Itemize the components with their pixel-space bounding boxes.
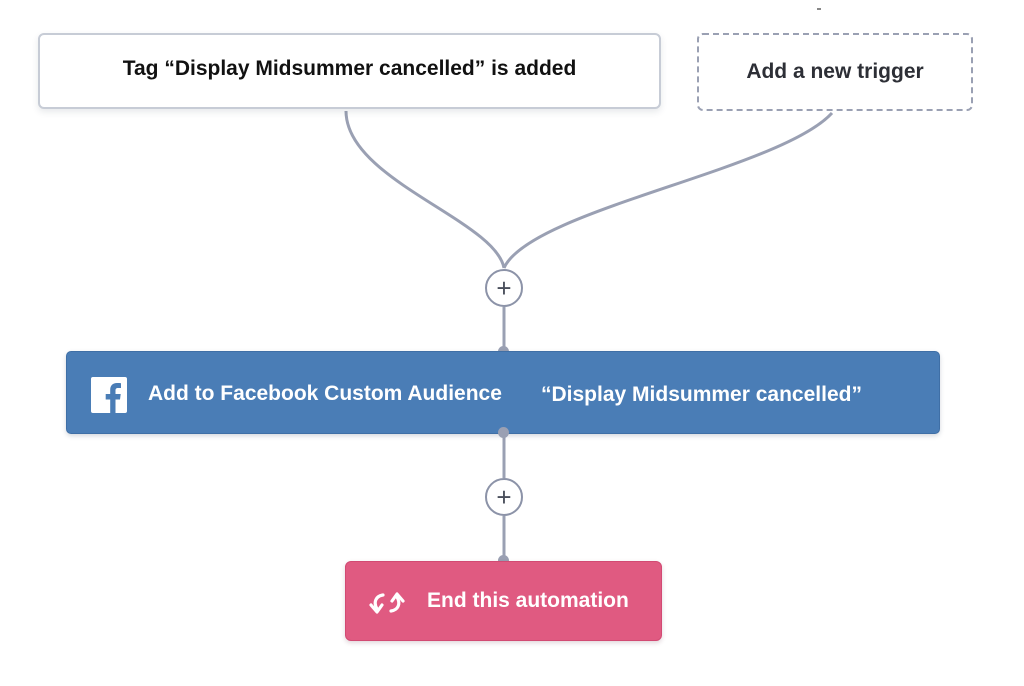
- facebook-icon: [91, 377, 127, 413]
- end-automation-label: End this automation: [427, 589, 629, 612]
- connector-dot: [498, 427, 509, 438]
- end-automation-card[interactable]: End this automation: [345, 561, 662, 641]
- facebook-audience-action-card[interactable]: Add to Facebook Custom Audience “Display…: [66, 351, 940, 434]
- connector-new-trigger-to-plus: [502, 111, 834, 269]
- action-label: Add to Facebook Custom Audience: [148, 382, 502, 405]
- add-step-button[interactable]: +: [485, 478, 523, 516]
- connector-dot: [498, 555, 509, 566]
- add-new-trigger-button[interactable]: Add a new trigger: [697, 33, 973, 111]
- stray-mark: [817, 8, 821, 10]
- add-step-button[interactable]: +: [485, 269, 523, 307]
- trigger-label: Tag “Display Midsummer cancelled” is add…: [122, 57, 577, 80]
- plus-icon: +: [496, 273, 512, 303]
- refresh-icon: [369, 592, 405, 614]
- connector-trigger-to-plus: [344, 110, 506, 269]
- add-new-trigger-label: Add a new trigger: [746, 60, 924, 83]
- trigger-card[interactable]: Tag “Display Midsummer cancelled” is add…: [38, 33, 661, 109]
- plus-icon: +: [496, 482, 512, 512]
- action-audience-value: “Display Midsummer cancelled”: [541, 383, 862, 406]
